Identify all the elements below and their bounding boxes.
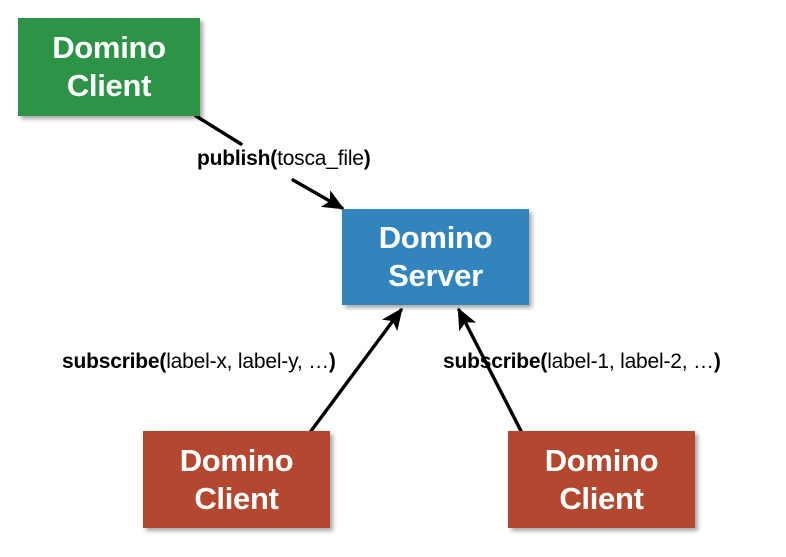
- node-label-line2: Server: [388, 258, 483, 293]
- edge-label-arg: tosca_file: [277, 147, 364, 170]
- node-label-line1: Domino: [544, 442, 659, 478]
- edge-label-fn: subscribe(: [62, 350, 167, 373]
- node-domino-server[interactable]: Domino Server: [342, 209, 529, 305]
- edge-label-fn: subscribe(: [443, 350, 548, 373]
- edge-label-close: ): [363, 147, 371, 170]
- node-label-line1: Domino: [52, 30, 166, 66]
- node-label-line1: Domino: [179, 442, 294, 478]
- edge-label-publish: publish(tosca_file): [197, 147, 371, 171]
- publish-edge-segment-upper: [194, 114, 243, 146]
- edge-label-close: ): [328, 350, 336, 373]
- edge-label-subscribe-left: subscribe(label-x, label-y, …): [62, 350, 336, 374]
- node-label-line2: Client: [66, 68, 152, 103]
- publish-edge-segment-lower: [291, 178, 345, 210]
- edge-label-arg: label-1, label-2, …: [547, 350, 714, 373]
- edge-label-fn: publish(: [197, 147, 278, 170]
- node-label-line2: Client: [194, 480, 279, 516]
- node-domino-client-publisher[interactable]: Domino Client: [18, 18, 200, 116]
- node-domino-client-subscriber-right[interactable]: Domino Client: [508, 431, 695, 528]
- node-label-line2: Client: [559, 480, 644, 516]
- edge-label-close: ): [713, 350, 721, 373]
- edge-label-arg: label-x, label-y, …: [166, 350, 329, 373]
- edge-label-subscribe-right: subscribe(label-1, label-2, …): [443, 350, 721, 374]
- node-label-line1: Domino: [378, 220, 493, 256]
- node-domino-client-subscriber-left[interactable]: Domino Client: [143, 431, 330, 528]
